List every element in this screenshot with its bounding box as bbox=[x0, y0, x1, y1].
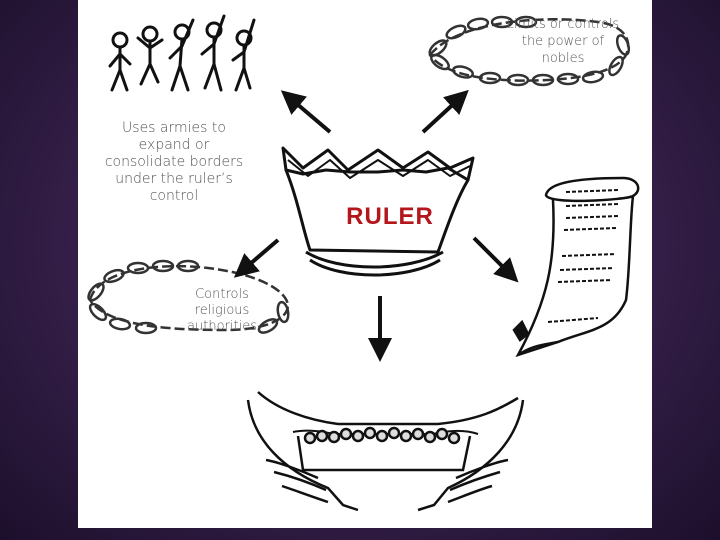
army-figures-icon bbox=[110, 16, 254, 90]
caption-religion: Controls religious authorities bbox=[166, 287, 278, 335]
scroll-document-icon bbox=[514, 178, 638, 355]
hands-tray-icon bbox=[248, 392, 523, 510]
diagram-artwork bbox=[78, 0, 652, 528]
arrow-to-nobles bbox=[423, 98, 460, 132]
caption-armies: Uses armies to expand or consolidate bor… bbox=[100, 120, 248, 205]
arrow-to-armies bbox=[290, 98, 330, 132]
caption-nobles: Limits or controls the power of nobles bbox=[506, 16, 620, 67]
diagram-panel: Limits or controls the power of nobles U… bbox=[78, 0, 652, 528]
arrow-to-religion bbox=[243, 240, 278, 270]
arrow-to-laws bbox=[474, 238, 510, 274]
ruler-label: RULER bbox=[330, 203, 450, 231]
